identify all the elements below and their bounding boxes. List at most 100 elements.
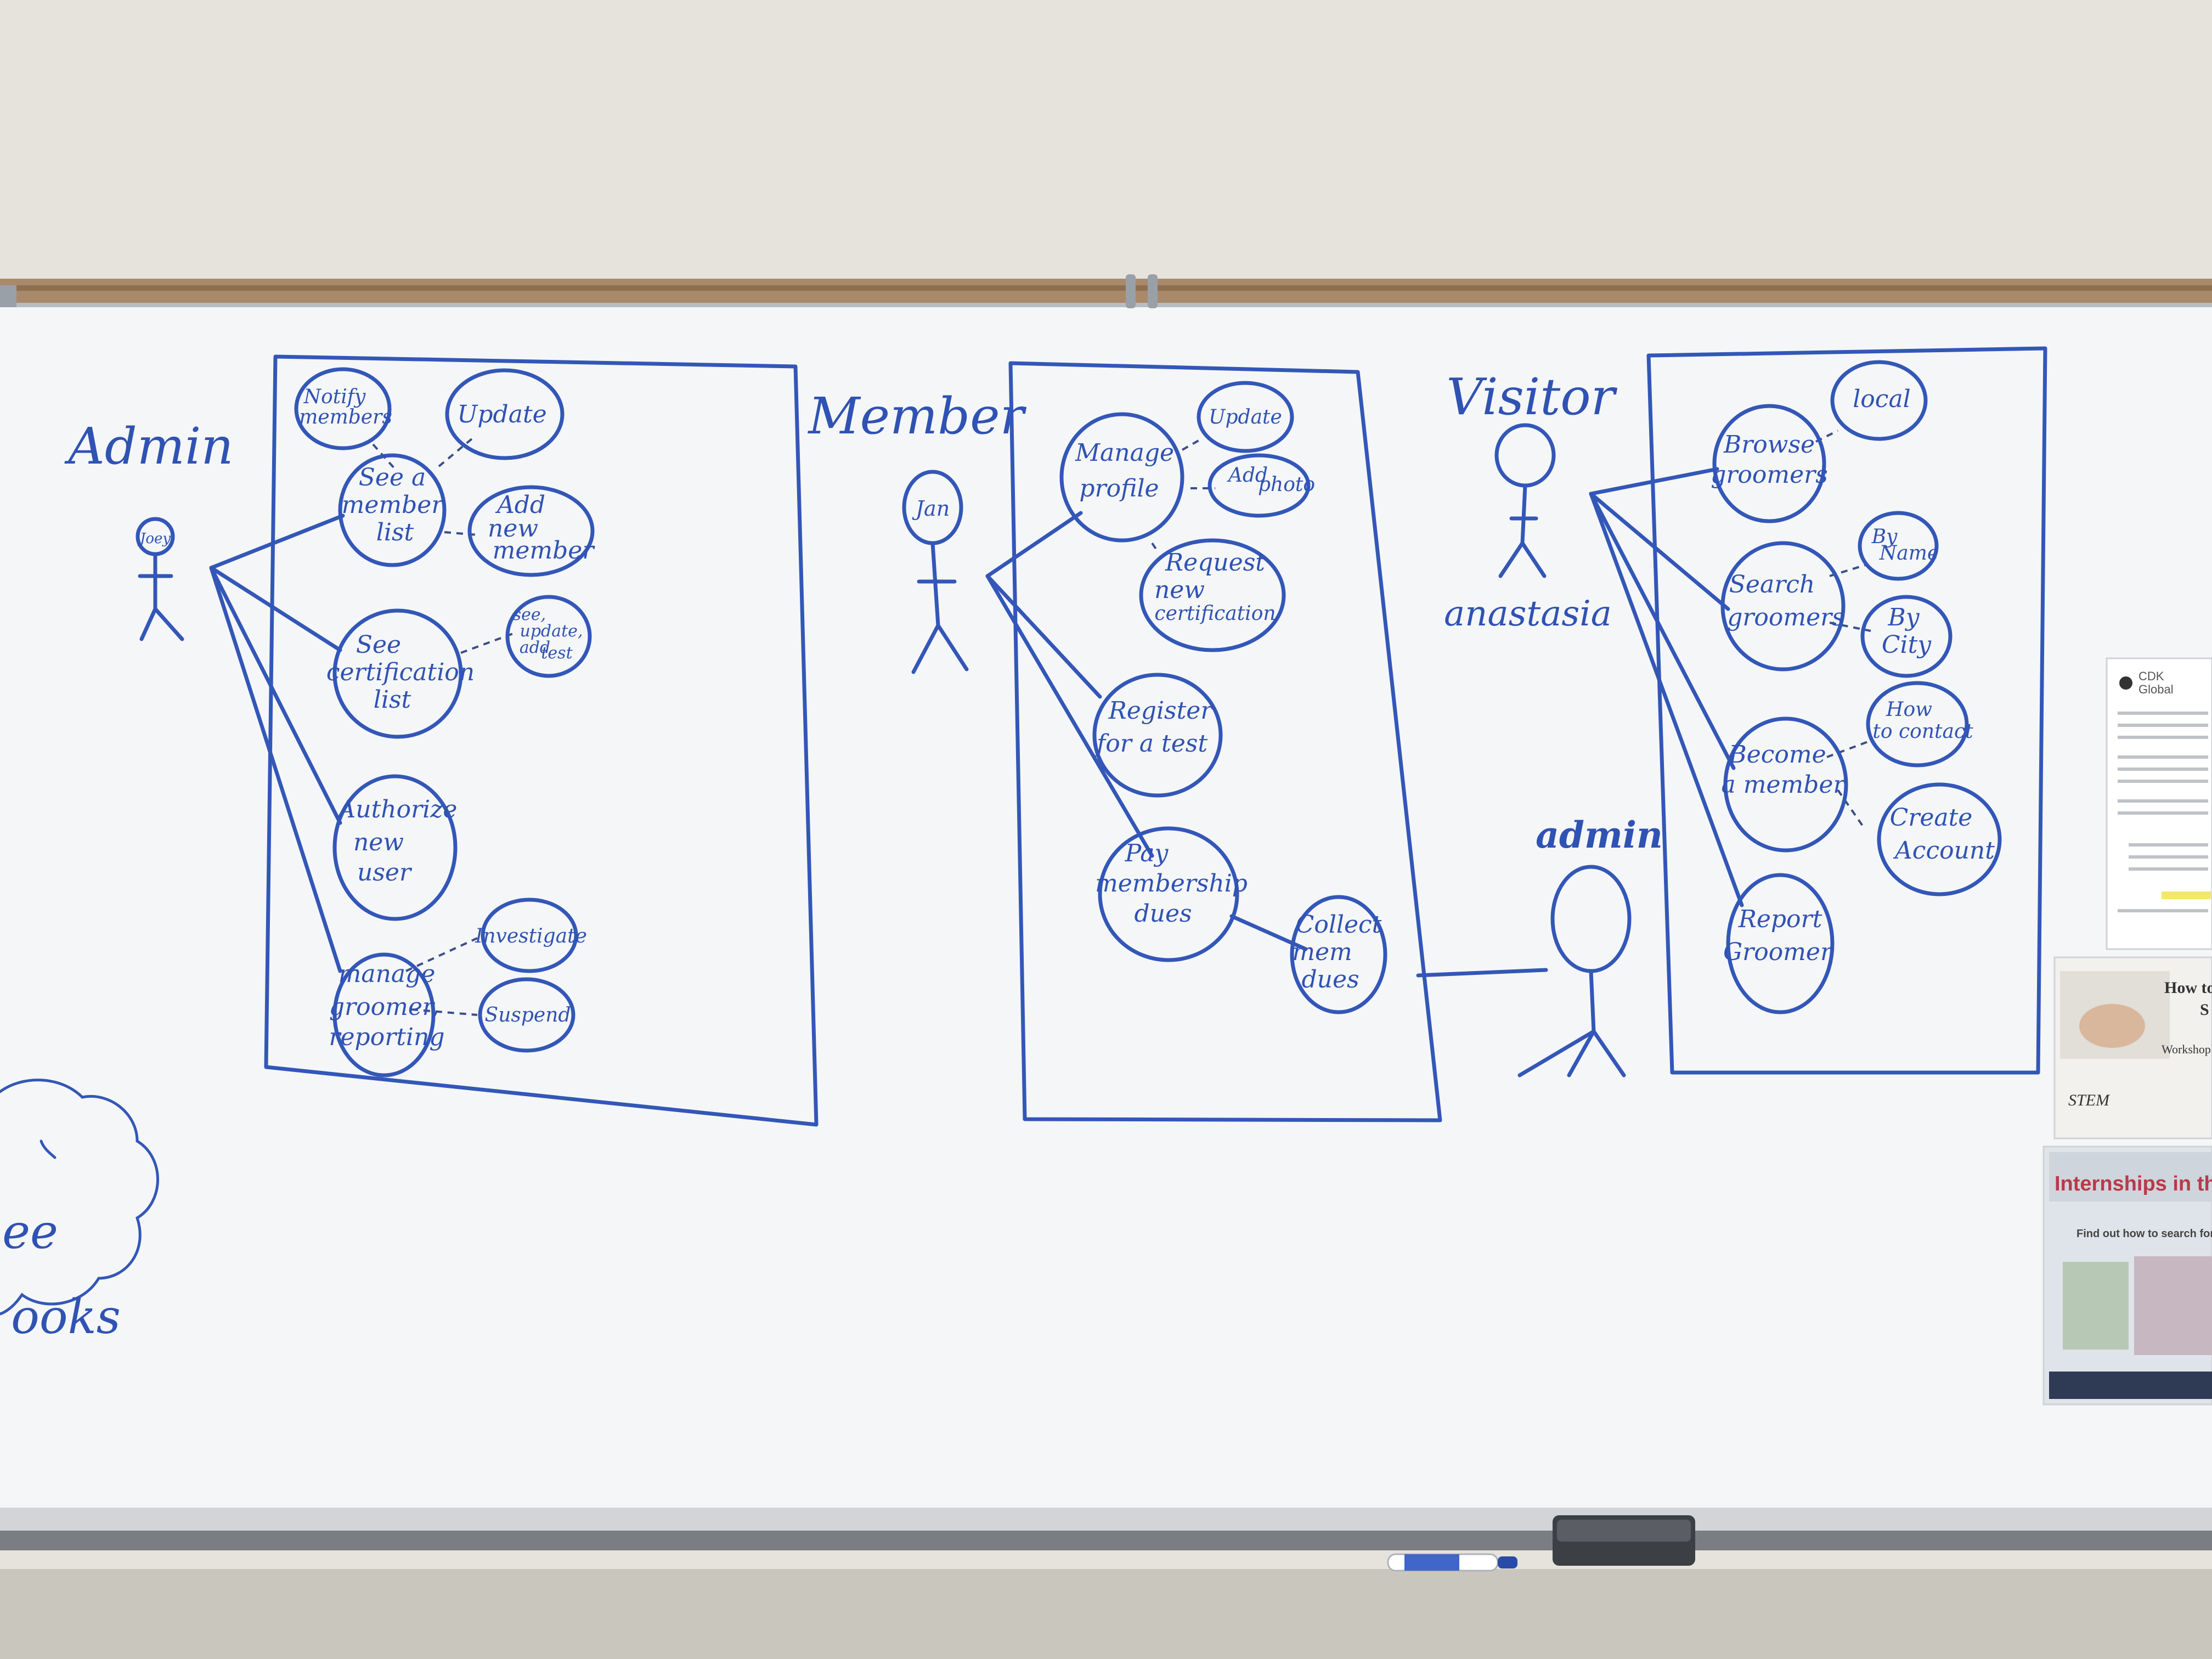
admin-uc-notify-members: Notify members (294, 367, 392, 450)
svg-text:manage: manage (338, 960, 436, 988)
svg-text:Register: Register (1108, 697, 1214, 725)
svg-text:Become: Become (1728, 741, 1826, 769)
visitor-uc-create-account: Create Account (1877, 782, 2002, 896)
admin-uc-add-new-member: Add new member (467, 485, 596, 577)
svg-text:groomers: groomers (1711, 461, 1828, 489)
flyer-stem-title: How to (2164, 979, 2212, 997)
svg-text:user: user (357, 859, 413, 887)
svg-text:Search: Search (1729, 571, 1815, 599)
visitor-actor-figure (1494, 423, 1556, 578)
visitor-uc-by-name: By Name (1858, 511, 1939, 581)
svg-text:list: list (376, 518, 414, 546)
svg-text:Notify: Notify (303, 386, 366, 408)
member-actor-name: Jan (912, 496, 950, 521)
svg-text:mem: mem (1292, 938, 1352, 966)
svg-text:members: members (299, 406, 392, 428)
svg-text:Request: Request (1165, 549, 1265, 577)
visitor-diagram: Visitor anastasia Browse groomers (1444, 346, 2047, 1075)
admin-uc-see-update-add-test: see, update, add test (505, 595, 592, 678)
cloud-note: ee ooks (0, 1079, 159, 1345)
svg-text:How: How (1886, 698, 1932, 721)
svg-text:add: add (520, 638, 550, 657)
member-diagram: Member Jan Manage profile (807, 361, 1663, 1122)
svg-text:certification: certification (326, 658, 475, 686)
admin2-actor-figure (1517, 865, 1632, 1077)
flyer-cdk-logo-line2: Global (2138, 682, 2174, 696)
svg-text:groomer,: groomer, (329, 993, 439, 1021)
svg-text:photo: photo (1258, 473, 1315, 496)
svg-text:See a: See a (359, 464, 426, 492)
visitor-uc-local: local (1830, 360, 1928, 441)
svg-text:for a test: for a test (1095, 730, 1207, 758)
visitor-uc-how-to-contact: How to contact (1866, 681, 1973, 768)
svg-text:Report: Report (1738, 905, 1822, 933)
flyer-intern-sub: Find out how to search for and (2076, 1228, 2212, 1240)
member-uc-pay-membership-dues: Pay membership dues (1095, 826, 1248, 962)
admin-uc-investigate: Investigate (475, 898, 587, 973)
visitor-system-boundary (1646, 346, 2047, 1075)
svg-text:Update: Update (1209, 406, 1282, 428)
svg-text:Add: Add (1227, 464, 1268, 487)
svg-text:Investigate: Investigate (475, 925, 587, 947)
svg-text:new: new (1154, 576, 1205, 604)
svg-text:Suspend: Suspend (485, 1004, 571, 1026)
member-uc-add-photo: Add photo (1207, 453, 1315, 518)
admin-uc-authorize-new-user: Authorize new user (332, 774, 458, 921)
visitor-actor-name: anastasia (1444, 594, 1612, 634)
svg-text:member: member (493, 537, 596, 565)
svg-text:see,: see, (513, 605, 546, 624)
visitor-uc-browse-groomers: Browse groomers (1711, 404, 1828, 523)
visitor-uc-report-groomer: Report Groomer (1723, 873, 1835, 1014)
svg-text:membership: membership (1095, 870, 1248, 898)
admin-uc-manage-groomer-reporting: manage groomer, reporting (329, 952, 445, 1077)
svg-text:Update: Update (457, 400, 546, 428)
admin-uc-see-member-list: See a member list (338, 453, 447, 567)
visitor-uc-become-a-member: Become a member (1722, 716, 1848, 853)
admin-actor-figure: Joey (136, 517, 184, 641)
admin-uc-update: Update (445, 368, 565, 460)
svg-text:update,: update, (520, 622, 583, 641)
admin-uc-see-certification-list: See certification list (326, 608, 475, 739)
flyer-stem-workshop: How to S Workshop STEM (2053, 956, 2212, 1139)
flyer-stem-title-2: S (2200, 1001, 2209, 1019)
svg-text:to contact: to contact (1872, 720, 1973, 743)
member-uc-request-new-certification: Request new certification (1139, 538, 1286, 652)
svg-text:member: member (342, 491, 445, 519)
member-system-boundary (1008, 361, 1442, 1122)
svg-text:City: City (1882, 631, 1932, 659)
svg-text:dues: dues (1301, 966, 1359, 994)
eraser[interactable] (1553, 1515, 1695, 1566)
cloud-note-line1: ee (2, 1205, 58, 1260)
svg-text:Pay: Pay (1125, 839, 1169, 867)
svg-text:Account: Account (1893, 837, 1995, 865)
flyer-stem-sub: Workshop (2162, 1042, 2211, 1056)
svg-text:Browse: Browse (1723, 431, 1815, 459)
svg-text:profile: profile (1079, 475, 1159, 503)
svg-text:Name: Name (1879, 542, 1939, 565)
flyer-internships: Internships in the Find out how to searc… (2042, 1146, 2212, 1406)
admin-uc-suspend: Suspend (478, 977, 575, 1053)
svg-text:Create: Create (1890, 804, 1973, 832)
admin-actor-title: Admin (64, 417, 233, 476)
member-uc-collect-mem-dues: Collect mem dues (1290, 895, 1387, 1014)
flyer-intern-title: Internships in the (2055, 1172, 2212, 1195)
svg-text:local: local (1853, 385, 1911, 413)
svg-text:Groomer: Groomer (1723, 938, 1833, 966)
member-actor-title: Member (807, 387, 1026, 445)
member-uc-register-for-a-test: Register for a test (1092, 673, 1223, 798)
svg-text:list: list (374, 686, 411, 714)
svg-text:Manage: Manage (1075, 439, 1174, 467)
svg-text:Collect: Collect (1296, 911, 1382, 939)
visitor-uc-by-city: By City (1860, 595, 1953, 678)
marker[interactable] (1387, 1553, 1517, 1572)
flyer-cdk-logo-line1: CDK (2138, 669, 2164, 683)
visitor-uc-search-groomers: Search groomers (1720, 541, 1846, 672)
svg-text:new: new (488, 515, 538, 543)
svg-text:Authorize: Authorize (336, 795, 458, 823)
svg-text:new: new (353, 828, 404, 856)
svg-text:test: test (541, 644, 573, 663)
svg-text:dues: dues (1134, 900, 1192, 928)
clip-right (1148, 274, 1158, 308)
admin-actor-name: Joey (137, 531, 171, 547)
svg-text:reporting: reporting (329, 1023, 444, 1051)
